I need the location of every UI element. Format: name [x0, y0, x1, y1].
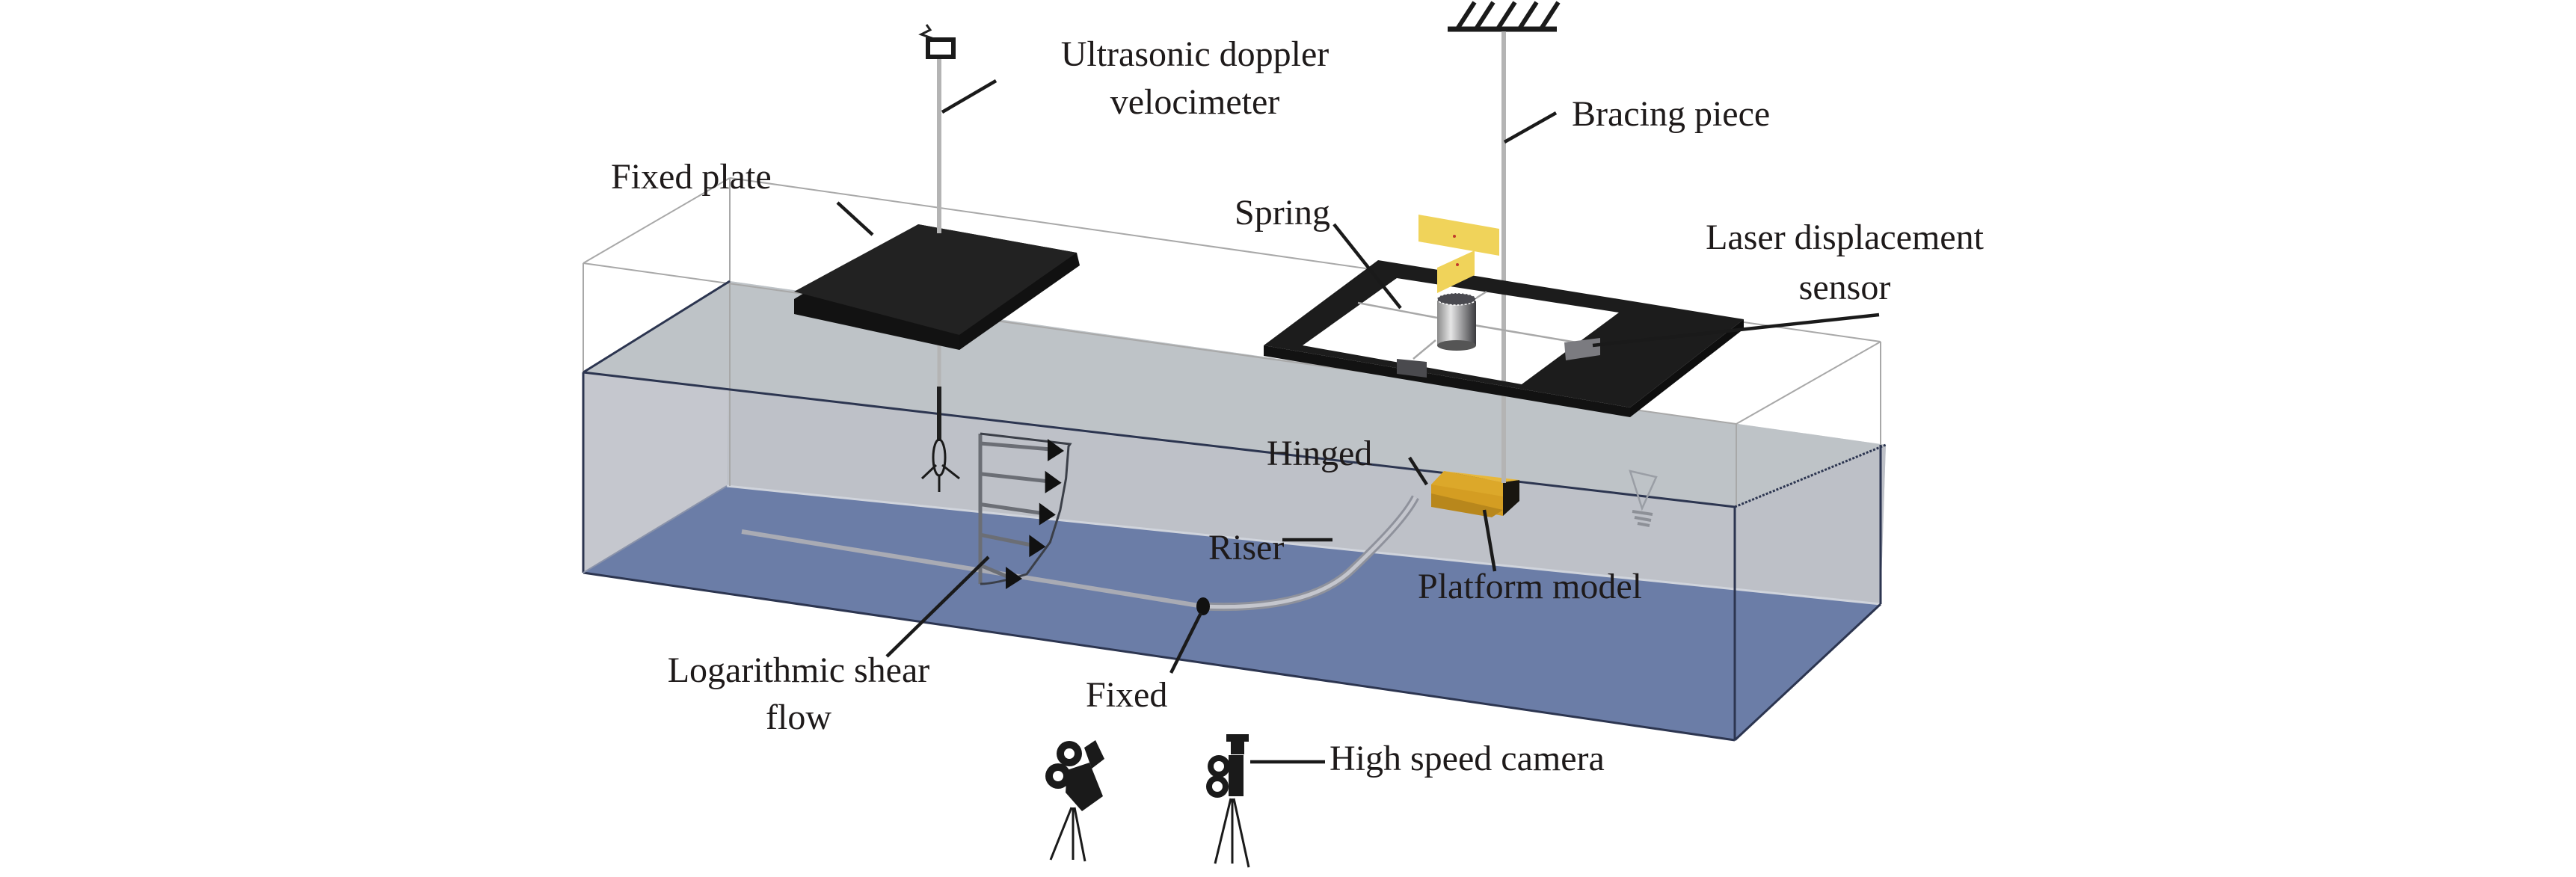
riser-floor-line	[741, 529, 1204, 609]
laser-sensor-front	[1397, 359, 1427, 378]
spring-line-back	[1474, 290, 1487, 301]
leader-platform	[1482, 509, 1497, 572]
leader-spring	[1332, 223, 1402, 310]
label-fixed: Fixed	[1086, 675, 1167, 715]
shear-flow-profile	[978, 432, 1072, 589]
back-floor-edge	[726, 484, 1881, 606]
fixed-point	[1196, 597, 1210, 615]
flume-edges	[582, 280, 1887, 742]
flume-floor-visible	[583, 486, 1881, 740]
target-dot-upper	[1453, 235, 1456, 238]
labels: Ultrasonic doppler velocimeter Bracing p…	[611, 34, 1985, 778]
label-shear-line1: Logarithmic shear	[668, 650, 930, 690]
leader-fixed-plate	[836, 201, 874, 236]
leader-hinged	[1408, 456, 1428, 486]
shear-arrow-shaft	[980, 532, 1033, 547]
laser-sensor-right	[1564, 338, 1600, 360]
water-level-icon	[1629, 470, 1658, 527]
shear-arrow-head-icon	[1045, 470, 1062, 493]
label-laser-line1: Laser displacement	[1706, 218, 1985, 257]
leader-udv	[941, 79, 997, 114]
camera-left-icon	[1045, 740, 1104, 862]
shear-arrow-head-icon	[1048, 439, 1064, 461]
shear-arrow-head-icon	[1006, 567, 1022, 589]
udv-prong-right	[941, 464, 960, 480]
shear-arrow-shaft	[980, 441, 1051, 452]
label-udv-line2: velocimeter	[1110, 82, 1280, 122]
spring-line-right	[1474, 324, 1586, 345]
target-dot-lower	[1456, 263, 1459, 266]
spring-line-front	[1413, 339, 1436, 360]
label-bracing: Bracing piece	[1572, 94, 1770, 134]
udv-head-icon	[926, 37, 956, 59]
label-udv-line1: Ultrasonic doppler	[1061, 34, 1330, 74]
label-camera: High speed camera	[1330, 739, 1605, 778]
leader-laser	[1592, 313, 1880, 348]
spring-frame	[1264, 215, 1744, 417]
udv-prong-left	[920, 464, 938, 480]
label-laser-line2: sensor	[1799, 268, 1891, 307]
shear-arrow-shaft	[980, 472, 1048, 484]
target-plate-upper	[1418, 215, 1499, 256]
shear-arrow-shaft	[980, 563, 1009, 579]
ground-hatch-icon	[1448, 1, 1561, 32]
shear-arrow-head-icon	[1029, 535, 1046, 558]
mass-cylinder	[1437, 299, 1476, 345]
label-spring: Spring	[1235, 193, 1330, 233]
label-platform: Platform model	[1418, 567, 1642, 606]
label-fixed-plate: Fixed plate	[611, 157, 772, 197]
label-hinged: Hinged	[1267, 434, 1372, 473]
udv-cable-icon	[918, 24, 937, 41]
shear-arrow-head-icon	[1039, 502, 1056, 526]
label-riser: Riser	[1208, 528, 1284, 567]
leader-lines	[836, 79, 1880, 764]
target-plate-lower	[1437, 250, 1475, 293]
label-shear-line2: flow	[766, 698, 831, 737]
camera-right-icon	[1206, 734, 1250, 868]
spring-line-left	[1357, 301, 1438, 319]
leader-fixed	[1169, 612, 1203, 674]
riser-highlight	[1202, 496, 1418, 609]
fixed-plate	[794, 150, 1080, 350]
leader-bracing	[1503, 111, 1558, 144]
shear-arrow-shaft	[980, 502, 1043, 515]
leader-shear	[885, 556, 990, 658]
